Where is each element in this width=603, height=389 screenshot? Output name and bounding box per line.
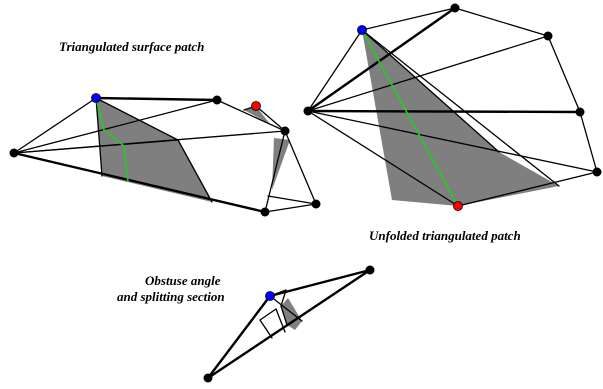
surface-vertex <box>9 148 19 158</box>
obtuse-vertex <box>365 265 375 275</box>
unfolded-patch-caption: Unfolded triangulated patch <box>369 228 521 243</box>
unfolded-vertex <box>592 167 602 177</box>
surface-target-vertex <box>251 101 261 111</box>
obtuse-caption-line1: Obstuse angle <box>145 273 221 288</box>
surface-vertex <box>260 207 270 217</box>
surface-source-vertex <box>91 93 101 103</box>
unfolded-geodesic-path <box>361 29 459 207</box>
surface-shaded-cap <box>244 106 270 124</box>
unfolded-vertex <box>543 31 553 41</box>
unfolded-target-vertex <box>453 201 463 211</box>
obtuse-vertex <box>203 373 213 383</box>
surface-vertex <box>280 126 290 136</box>
surface-patch-diagram <box>9 93 321 217</box>
surface-shaded-strip-right <box>272 138 290 190</box>
surface-patch-caption: Triangulated surface patch <box>59 39 204 54</box>
obtuse-angle-diagram <box>203 265 375 383</box>
unfolded-vertex <box>303 106 313 116</box>
unfolded-vertex <box>575 107 585 117</box>
unfolded-source-vertex <box>357 25 367 35</box>
obtuse-caption-line2: and splitting section <box>117 289 225 304</box>
surface-vertex <box>212 95 222 105</box>
obtuse-angle-vertex <box>265 291 275 301</box>
surface-geodesic-path <box>95 97 129 183</box>
unfolded-vertex <box>450 3 460 13</box>
unfolded-patch-diagram <box>303 3 602 211</box>
surface-vertex <box>311 199 321 209</box>
